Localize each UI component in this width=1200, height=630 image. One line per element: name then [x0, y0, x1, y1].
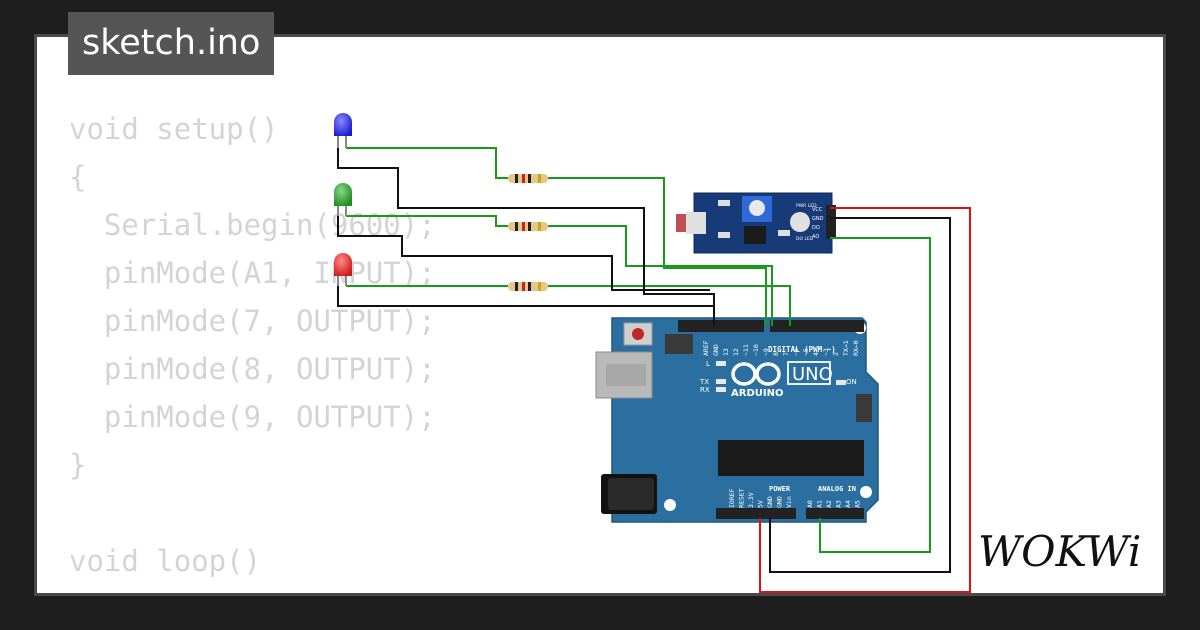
- pin-label: ~11: [742, 344, 750, 356]
- arduino-uno-board: [595, 317, 879, 523]
- led-red: [334, 253, 352, 286]
- power-header-label: POWER: [769, 485, 791, 493]
- pin-label: ~10: [752, 344, 760, 356]
- pin-label: IOREF: [728, 488, 736, 508]
- pin-label: ~5: [802, 348, 810, 356]
- pin-label: 5V: [757, 500, 765, 508]
- pin-label: A5: [854, 500, 862, 508]
- pin-label: A3: [835, 500, 843, 508]
- pin-label: 8: [772, 352, 780, 356]
- sensor-pin-label: DO: [812, 225, 820, 231]
- pin-label: 12: [732, 348, 740, 356]
- icsp-header: [665, 334, 693, 354]
- photoresistor: [676, 214, 688, 232]
- pin-label: 7: [782, 352, 790, 356]
- digital-header-label: DIGITAL (PWM ~): [768, 345, 836, 354]
- preview-card: void setup() { Serial.begin(9600); pinMo…: [34, 34, 1166, 596]
- resistor-1: [508, 174, 548, 183]
- pin-label: ~3: [822, 348, 830, 356]
- sensor-pin-label: GND: [812, 216, 824, 222]
- tx-led-label: TX: [699, 378, 709, 386]
- pin-label: 3.3V: [747, 492, 755, 508]
- pin-label: A1: [816, 500, 824, 508]
- pin-label: ~6: [792, 348, 800, 356]
- board-maker-text: ARDUINO: [731, 388, 783, 399]
- pin-label: ~9: [762, 348, 770, 356]
- sketch-title: sketch.ino: [68, 12, 275, 75]
- rx-led-label: RX: [700, 386, 710, 394]
- pin-label: RX←0: [852, 340, 860, 356]
- l-led-label: L: [706, 360, 710, 368]
- on-led-label: ON: [846, 378, 857, 386]
- sensor-pin-labels: VCC GND DO AO: [812, 207, 824, 240]
- bottom-strip: [34, 596, 1166, 630]
- pin-label: A2: [825, 500, 833, 508]
- led-green: [334, 183, 352, 216]
- pin-label: 2: [832, 352, 840, 356]
- pin-label: TX→1: [842, 340, 850, 356]
- sensor-pin-label: AO: [812, 234, 819, 240]
- pin-label: 4: [812, 352, 820, 356]
- pin-label: AREF: [702, 340, 710, 356]
- pin-label: GND: [766, 496, 774, 508]
- pin-label: A0: [806, 500, 814, 508]
- atmega-chip: [718, 440, 864, 476]
- pin-label: GND: [712, 344, 720, 356]
- pin-label: GND: [776, 496, 784, 508]
- board-model-text: UNO: [792, 364, 833, 385]
- light-sensor-module: [676, 192, 836, 254]
- pin-label: 13: [722, 348, 730, 356]
- resistor-2: [508, 222, 548, 231]
- sensor-pin-label: VCC: [812, 207, 823, 213]
- do-led-label: DO LED: [796, 236, 814, 242]
- analog-header-label: ANALOG IN: [818, 485, 856, 493]
- code-editor: void setup() { Serial.begin(9600); pinMo…: [69, 112, 436, 593]
- resistor-3: [508, 282, 548, 291]
- wokwi-logo: WOKWi: [978, 527, 1141, 576]
- led-blue: [334, 113, 352, 148]
- pwr-led-label: PWR LED: [796, 203, 817, 209]
- pin-label: Vin: [785, 496, 793, 508]
- pin-label: RESET: [738, 488, 746, 508]
- pin-label: A4: [844, 500, 852, 508]
- wires: [337, 146, 971, 593]
